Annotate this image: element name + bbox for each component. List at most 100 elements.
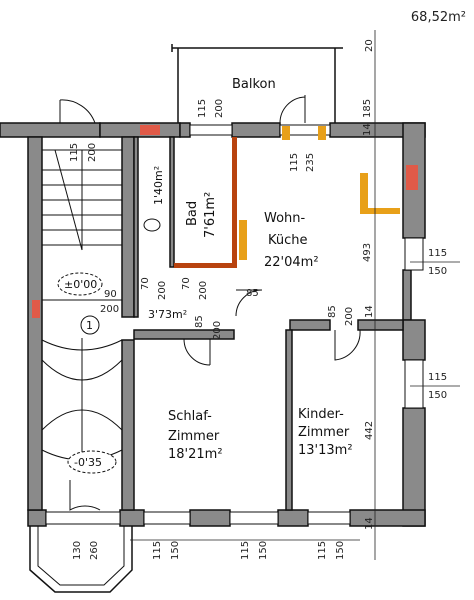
dim-kitchen-235: 235 (305, 153, 316, 172)
window-kinder-bottom (307, 511, 351, 525)
wall-stair-right-upper (121, 136, 135, 318)
dim-right-185: 185 (362, 99, 373, 118)
wall-left (27, 136, 43, 511)
label-flur-area: 3'73m² (148, 308, 187, 321)
window-entry (45, 511, 121, 525)
dim-kitchen-window-150: 150 (428, 266, 447, 277)
dim-493: 493 (362, 243, 373, 262)
dim-kitchen-115: 115 (289, 153, 300, 172)
label-kinder-1: Kinder- (298, 407, 344, 422)
entry-porch (29, 526, 133, 593)
dim-right-20: 20 (364, 39, 375, 52)
stair-number-marker (80, 315, 100, 335)
label-schlaf-2: Zimmer (168, 429, 220, 444)
balcony (171, 44, 343, 123)
label-kinder-2: Zimmer (298, 425, 350, 440)
label-wohn-area: 22'04m² (264, 255, 319, 270)
balcony-door-orange-l (282, 126, 290, 140)
window-kitchen (404, 237, 424, 271)
balcony-door-orange-r (318, 126, 326, 140)
wall-bottom-a (119, 509, 145, 527)
level-lower: -0'35 (74, 456, 102, 469)
accents (32, 125, 418, 318)
dim-entry-260: 260 (89, 541, 100, 560)
door-swing-balcony (279, 95, 306, 124)
dim-bad-70: 70 (181, 277, 192, 290)
dim-right-14-a: 14 (362, 123, 373, 136)
label-wohn-2: Küche (268, 233, 308, 248)
door-swing-kinder (334, 329, 361, 361)
stair-number: 1 (86, 319, 93, 332)
label-wc-area: 1'40m² (152, 166, 165, 205)
door-swing-schlaf (183, 338, 211, 366)
dim-entry-130: 130 (72, 541, 83, 560)
dim-bottom-115-a: 115 (152, 541, 163, 560)
window-balcony-left (189, 124, 233, 136)
door-swing-entry-top (59, 99, 96, 124)
wall-right-mid (402, 269, 412, 321)
window-schlaf-a (143, 511, 191, 525)
level-lower-marker (67, 450, 117, 474)
dimension-lines (130, 30, 460, 560)
wall-bottom-c (277, 509, 309, 527)
window-schlaf-b (229, 511, 279, 525)
dimensions: 115 200 115 235 185 20 14 493 115 150 11… (69, 39, 447, 560)
dim-kinder-window-115: 115 (428, 372, 447, 383)
kitchen-counter-orange (239, 220, 247, 260)
dim-kitchen-door-85: 85 (246, 288, 259, 299)
dim-bottom-150-a: 150 (170, 541, 181, 560)
dim-wc-200: 200 (157, 281, 168, 300)
wall-bottom-left (27, 509, 47, 527)
label-bad-area: 7'61m² (203, 192, 218, 238)
dim-bad-200: 200 (198, 281, 209, 300)
label-kinder-area: 13'13m² (298, 443, 353, 458)
wall-hall-right (289, 319, 331, 331)
dim-schlaf-door-85: 85 (194, 315, 205, 328)
dim-kinder-door-200: 200 (344, 307, 355, 326)
dim-balkon-115: 115 (197, 99, 208, 118)
dim-stair-115: 115 (69, 143, 80, 162)
bath-wall-brown-v (232, 137, 237, 267)
wall-stair-right-lower (121, 339, 135, 511)
dim-bottom-150-c: 150 (335, 541, 346, 560)
toilet-icon (143, 218, 161, 232)
label-balkon: Balkon (232, 77, 276, 92)
dim-right-14-b: 14 (364, 305, 375, 318)
door-swing-kitchen (235, 289, 263, 317)
dim-kinder-window-150: 150 (428, 390, 447, 401)
chimney-left (32, 300, 40, 318)
level-upper: ±0'00 (64, 278, 97, 291)
wall-kinder-top (357, 319, 404, 331)
wall-bath-left (133, 136, 139, 318)
dim-kitchen-window-115: 115 (428, 248, 447, 259)
window-balcony-right (279, 124, 331, 136)
dim-bottom-150-b: 150 (258, 541, 269, 560)
windows (45, 124, 424, 525)
dim-stair-200: 200 (87, 143, 98, 162)
door-swings (59, 95, 361, 511)
staircase (41, 149, 123, 461)
counter-orange-right (360, 173, 400, 214)
wall-top-b (179, 122, 191, 138)
bath-wall-brown-h (174, 263, 237, 268)
wall-top-left-stub (0, 122, 101, 138)
wall-right-mid2 (402, 319, 426, 361)
wall-bottom-b (189, 509, 231, 527)
dim-balkon-200: 200 (214, 99, 225, 118)
chimney-top (140, 125, 160, 135)
wall-top-c (231, 122, 281, 138)
label-schlaf-area: 18'21m² (168, 447, 223, 462)
label-bad: Bad (185, 201, 200, 226)
dim-right-14-c: 14 (364, 517, 375, 530)
dim-hall-90: 90 (104, 289, 117, 300)
door-swing-entry (69, 480, 101, 511)
dim-kinder-door-85: 85 (327, 305, 338, 318)
wall-right-lower (402, 407, 426, 527)
wall-bottom-d (349, 509, 426, 527)
wall-bath-mid (169, 136, 175, 268)
dim-wc-70: 70 (140, 277, 151, 290)
level-upper-marker (57, 272, 103, 296)
dim-bottom-115-c: 115 (317, 541, 328, 560)
chimney-right (406, 165, 418, 190)
